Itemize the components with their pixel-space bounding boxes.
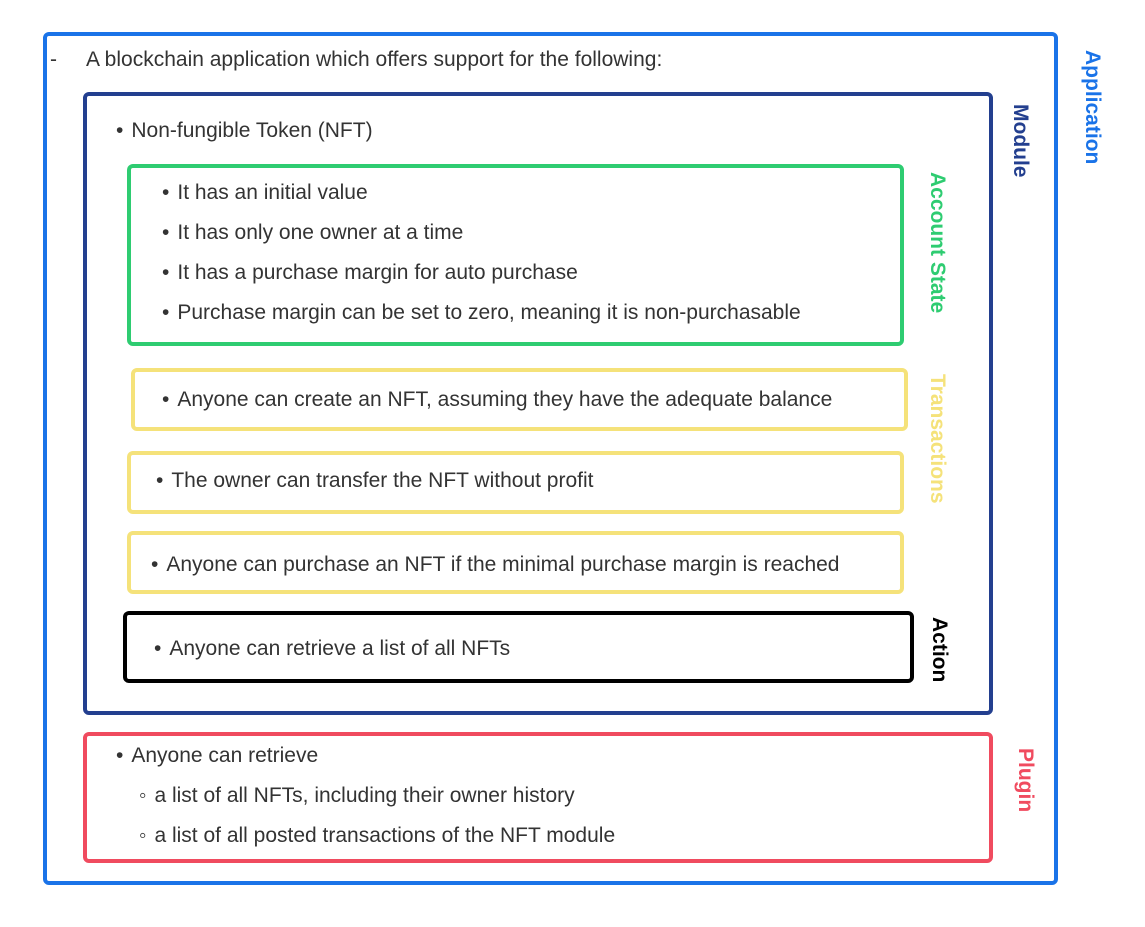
account-state-item-text: It has an initial value bbox=[177, 181, 368, 204]
plugin-heading: • Anyone can retrieve bbox=[116, 743, 318, 769]
transaction-item-text: Anyone can create an NFT, assuming they … bbox=[177, 388, 833, 411]
intro-dash: - bbox=[50, 48, 57, 71]
account-state-item-text: Purchase margin can be set to zero, mean… bbox=[177, 301, 801, 324]
bullet: • bbox=[162, 181, 170, 204]
plugin-box bbox=[83, 732, 993, 863]
account-state-item: • It has an initial value bbox=[162, 180, 368, 206]
transaction-box bbox=[127, 451, 904, 514]
bullet: • bbox=[116, 744, 124, 767]
transaction-item-text: The owner can transfer the NFT without p… bbox=[171, 469, 594, 492]
account-state-item: • It has only one owner at a time bbox=[162, 220, 463, 246]
module-heading-text: Non-fungible Token (NFT) bbox=[131, 119, 373, 142]
bullet: • bbox=[162, 301, 170, 324]
action-item: • Anyone can retrieve a list of all NFTs bbox=[154, 636, 510, 662]
module-heading: • Non-fungible Token (NFT) bbox=[116, 118, 373, 144]
application-label: Application bbox=[1081, 50, 1104, 165]
account-state-item-text: It has only one owner at a time bbox=[177, 221, 464, 244]
bullet: • bbox=[162, 261, 170, 284]
application-box bbox=[43, 32, 1058, 885]
action-item-text: Anyone can retrieve a list of all NFTs bbox=[169, 637, 511, 660]
sub-bullet: ◦ bbox=[139, 784, 147, 807]
sub-bullet: ◦ bbox=[139, 824, 147, 847]
bullet: • bbox=[154, 637, 162, 660]
module-box bbox=[83, 92, 993, 715]
plugin-sub-item: ◦ a list of all NFTs, including their own… bbox=[139, 783, 575, 809]
transaction-item-text: Anyone can purchase an NFT if the minima… bbox=[166, 553, 840, 576]
transaction-item: • Anyone can purchase an NFT if the minim… bbox=[151, 552, 839, 578]
intro-text: A blockchain application which offers su… bbox=[86, 48, 663, 71]
bullet: • bbox=[162, 221, 170, 244]
plugin-heading-text: Anyone can retrieve bbox=[131, 744, 319, 767]
transaction-item: • Anyone can create an NFT, assuming they… bbox=[162, 387, 832, 413]
account-state-item: • Purchase margin can be set to zero, mea… bbox=[162, 300, 801, 326]
bullet: • bbox=[162, 388, 170, 411]
transaction-box bbox=[131, 368, 908, 431]
plugin-sub-item-text: a list of all posted transactions of the… bbox=[154, 824, 616, 847]
plugin-label: Plugin bbox=[1014, 748, 1037, 813]
action-label: Action bbox=[928, 617, 951, 683]
transaction-item: • The owner can transfer the NFT without … bbox=[156, 468, 594, 494]
account-state-item-text: It has a purchase margin for auto purcha… bbox=[177, 261, 578, 284]
account-state-box bbox=[127, 164, 904, 346]
plugin-sub-item: ◦ a list of all posted transactions of th… bbox=[139, 823, 615, 849]
plugin-sub-item-text: a list of all NFTs, including their owne… bbox=[154, 784, 575, 807]
transaction-box bbox=[127, 531, 904, 594]
module-label: Module bbox=[1009, 104, 1032, 178]
transactions-label: Transactions bbox=[926, 374, 949, 504]
bullet: • bbox=[156, 469, 164, 492]
bullet: • bbox=[116, 119, 124, 142]
bullet: • bbox=[151, 553, 159, 576]
action-box bbox=[123, 611, 914, 683]
account-state-label: Account State bbox=[926, 172, 949, 314]
account-state-item: • It has a purchase margin for auto purch… bbox=[162, 260, 578, 286]
